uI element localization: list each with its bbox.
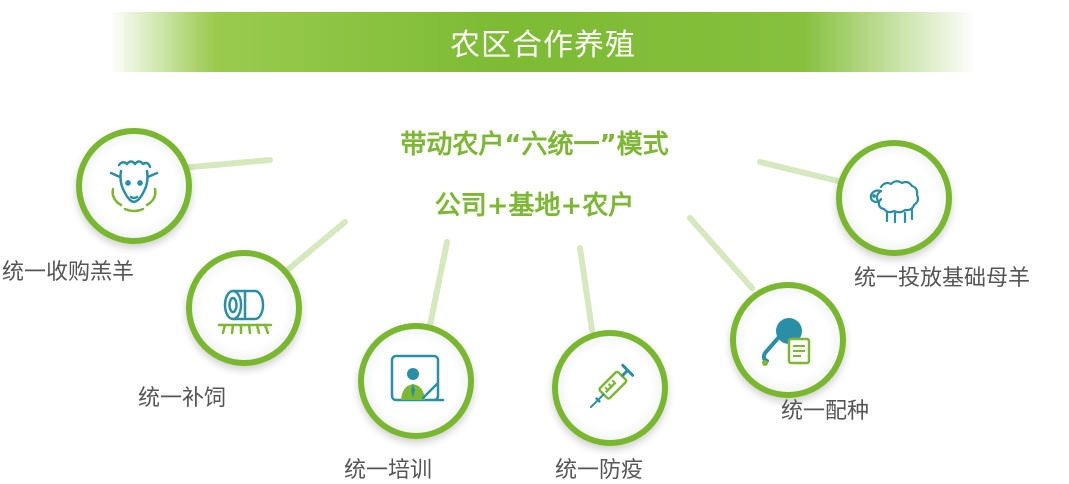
subtitle-structure: 公司+基地+农户 (434, 191, 635, 221)
label-supplementary-feeding: 统一补饲 (138, 386, 227, 411)
spoke-5 (687, 215, 755, 291)
label-base-ewes: 统一投放基础母羊 (854, 266, 1031, 291)
spoke-6 (757, 159, 845, 185)
label-purchase-lambs: 统一收购羔羊 (2, 260, 135, 285)
spoke-2 (282, 219, 348, 275)
spoke-4 (577, 245, 595, 333)
node-training (358, 323, 474, 439)
node-purchase-lambs (76, 128, 192, 244)
spoke-3 (427, 239, 450, 328)
node-epidemic-prevention (552, 330, 668, 446)
label-breeding: 统一配种 (781, 399, 870, 424)
spoke-1 (177, 157, 273, 171)
node-breeding (730, 282, 846, 398)
syringe-icon (589, 363, 635, 409)
insemination-icon (761, 318, 811, 366)
hay-bale-icon (217, 289, 273, 335)
label-epidemic-prevention: 统一防疫 (555, 458, 644, 483)
subtitle-model: 带动农户“六统一”模式 (400, 130, 669, 160)
ewe-icon (869, 180, 920, 224)
node-base-ewes (836, 140, 952, 256)
label-training: 统一培训 (344, 458, 433, 483)
title-banner: 农区合作养殖 (110, 12, 976, 72)
node-supplementary-feeding (186, 250, 302, 366)
page-title: 农区合作养殖 (450, 28, 636, 63)
trainer-icon (390, 354, 445, 402)
lamb-face-icon (109, 160, 159, 213)
